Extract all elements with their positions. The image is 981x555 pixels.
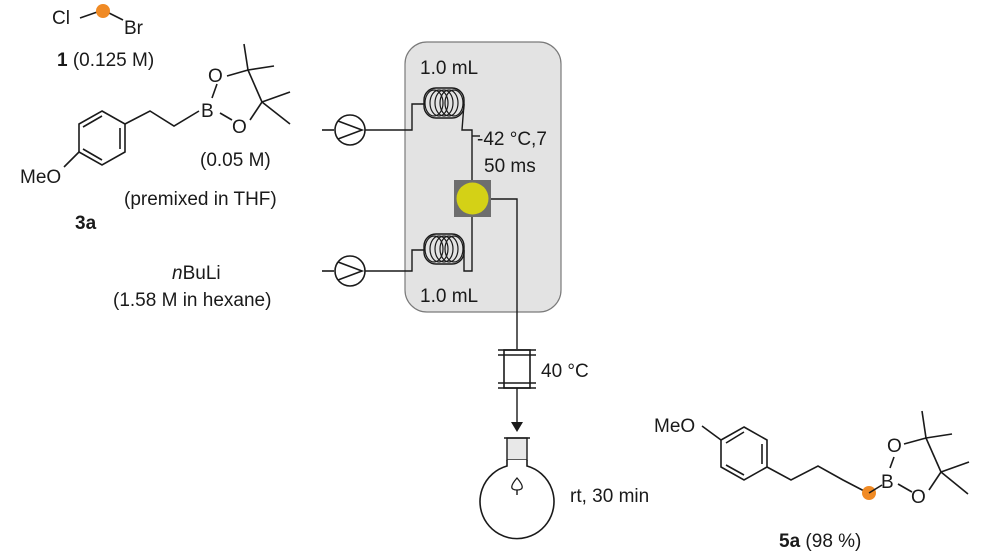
methyl (921, 410, 927, 439)
product-5a-structure: MeO B O O 5a (98 %) (654, 410, 970, 552)
coil-top-icon (423, 87, 465, 119)
bond (903, 437, 927, 445)
tubing-top-inlet (365, 103, 424, 131)
reagent-3a-number: 3a (75, 213, 97, 234)
product-5a-o-bottom: O (911, 487, 926, 508)
methylene-dot-icon (96, 4, 110, 18)
nbuli-conc: (1.58 M in hexane) (113, 290, 271, 311)
reagent-1-cl: Cl (52, 8, 70, 29)
reagent-3a-structure: MeO B O O (0.05 M) (premixed in THF) 3a (20, 43, 291, 234)
nbuli-name: nBuLi (172, 263, 221, 284)
product-5a-number: 5a (779, 531, 801, 552)
bond (701, 425, 722, 441)
bond (897, 483, 913, 493)
bond (249, 101, 263, 121)
benzene-ring (78, 110, 126, 166)
bond (63, 151, 80, 168)
product-5a-boron: B (881, 472, 894, 493)
round-bottom-flask-icon (479, 437, 555, 540)
reagent-3a-boron: B (201, 101, 214, 122)
heater-label: 40 °C (541, 361, 589, 382)
nbuli-buli: BuLi (183, 263, 221, 284)
bond (889, 456, 895, 469)
reactor-conditions-line1: -42 °C,7 (477, 129, 547, 150)
pump-bottom-icon (322, 255, 366, 287)
reagent-3a-o-bottom: O (232, 117, 247, 138)
reagent-3a-meo: MeO (20, 167, 61, 188)
bond (725, 464, 745, 476)
bond (211, 83, 218, 99)
cooling-bath-panel (404, 41, 562, 313)
bond (928, 471, 942, 491)
bond (725, 431, 745, 444)
reagent-1-label: 1 (0.125 M) (57, 50, 154, 71)
methyl (940, 471, 969, 495)
reagent-3a-note: (premixed in THF) (124, 189, 277, 210)
pump-top-icon (322, 114, 366, 146)
reagent-3a-conc: (0.05 M) (200, 150, 271, 171)
coil-bottom-volume: 1.0 mL (420, 286, 478, 307)
flow-arrowhead-icon (511, 422, 523, 432)
tubing-bottom-inlet (365, 249, 424, 272)
reagent-nbuli: nBuLi (1.58 M in hexane) (113, 263, 271, 311)
methyl (940, 461, 970, 473)
bond (925, 437, 942, 473)
reagent-1-structure: Cl Br 1 (0.125 M) (52, 4, 154, 71)
coil-bottom-icon (423, 233, 465, 265)
methyl (261, 101, 291, 125)
product-5a-meo: MeO (654, 416, 695, 437)
ethyl-chain (124, 110, 200, 127)
product-5a-yield: (98 %) (800, 531, 861, 552)
methyl (247, 65, 275, 71)
bond (868, 484, 883, 494)
methyl (261, 91, 291, 103)
reagent-1-number: 1 (57, 50, 68, 71)
product-5a-o-top: O (887, 436, 902, 457)
reactor-conditions-line2: 50 ms (484, 156, 536, 177)
product-5a-label: 5a (98 %) (779, 531, 861, 552)
bond (219, 112, 233, 121)
mixer-icon (454, 180, 491, 217)
reagent-1-conc: (0.125 M) (68, 50, 155, 71)
methyl (243, 43, 249, 71)
coil-top-volume: 1.0 mL (420, 58, 478, 79)
reagent-1-br: Br (124, 18, 144, 39)
benzene-ring (720, 426, 768, 481)
bond (247, 69, 263, 103)
tubing-top-to-mixer (461, 103, 473, 184)
flask-label: rt, 30 min (570, 486, 649, 507)
bond (226, 69, 249, 77)
bond (82, 148, 103, 161)
bond (82, 115, 103, 128)
nbuli-n: n (172, 263, 183, 284)
propyl-chain (766, 465, 869, 494)
heater-icon (498, 349, 536, 389)
tubing-bottom-to-mixer (463, 213, 473, 272)
methyl (925, 433, 953, 439)
reagent-3a-o-top: O (208, 66, 223, 87)
tubing-outlet (491, 198, 518, 349)
